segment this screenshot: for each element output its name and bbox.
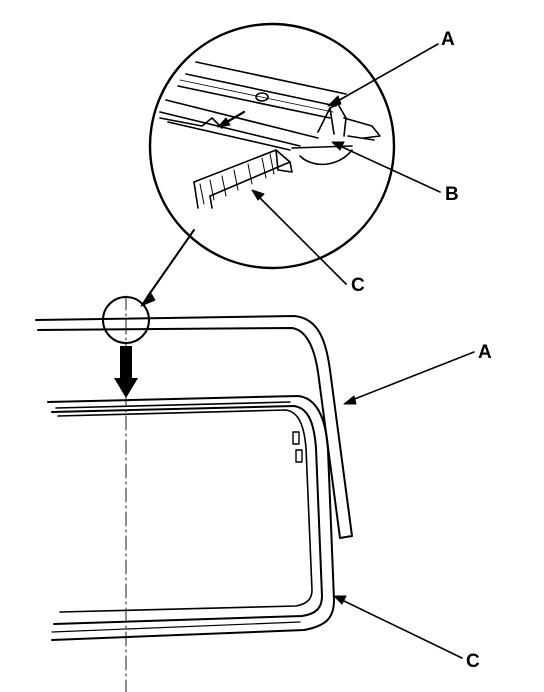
roof-molding-a <box>35 315 353 539</box>
detail-reference-circle <box>102 296 150 344</box>
detail-contents <box>159 61 381 209</box>
leader-lines <box>251 43 475 659</box>
callout-c-detail: C <box>351 275 365 296</box>
molding-a-detail <box>177 61 347 119</box>
callout-b-detail: B <box>445 184 459 205</box>
detail-magnifier <box>148 22 396 270</box>
callout-a-main: A <box>478 342 492 363</box>
install-direction-arrow <box>114 346 138 398</box>
molding-hole <box>255 92 269 102</box>
windshield-glass <box>47 395 335 641</box>
windshield-edge-detail <box>159 99 319 151</box>
molding-clip-tabs <box>292 431 303 463</box>
detail-circle-outline <box>148 22 396 270</box>
molding-c-detail <box>193 149 293 209</box>
magnifier-connector <box>140 229 195 307</box>
windshield-main-view <box>35 295 353 692</box>
callout-a-detail: A <box>441 29 455 50</box>
callout-c-main: C <box>466 651 480 672</box>
windshield-molding-c <box>51 401 313 633</box>
